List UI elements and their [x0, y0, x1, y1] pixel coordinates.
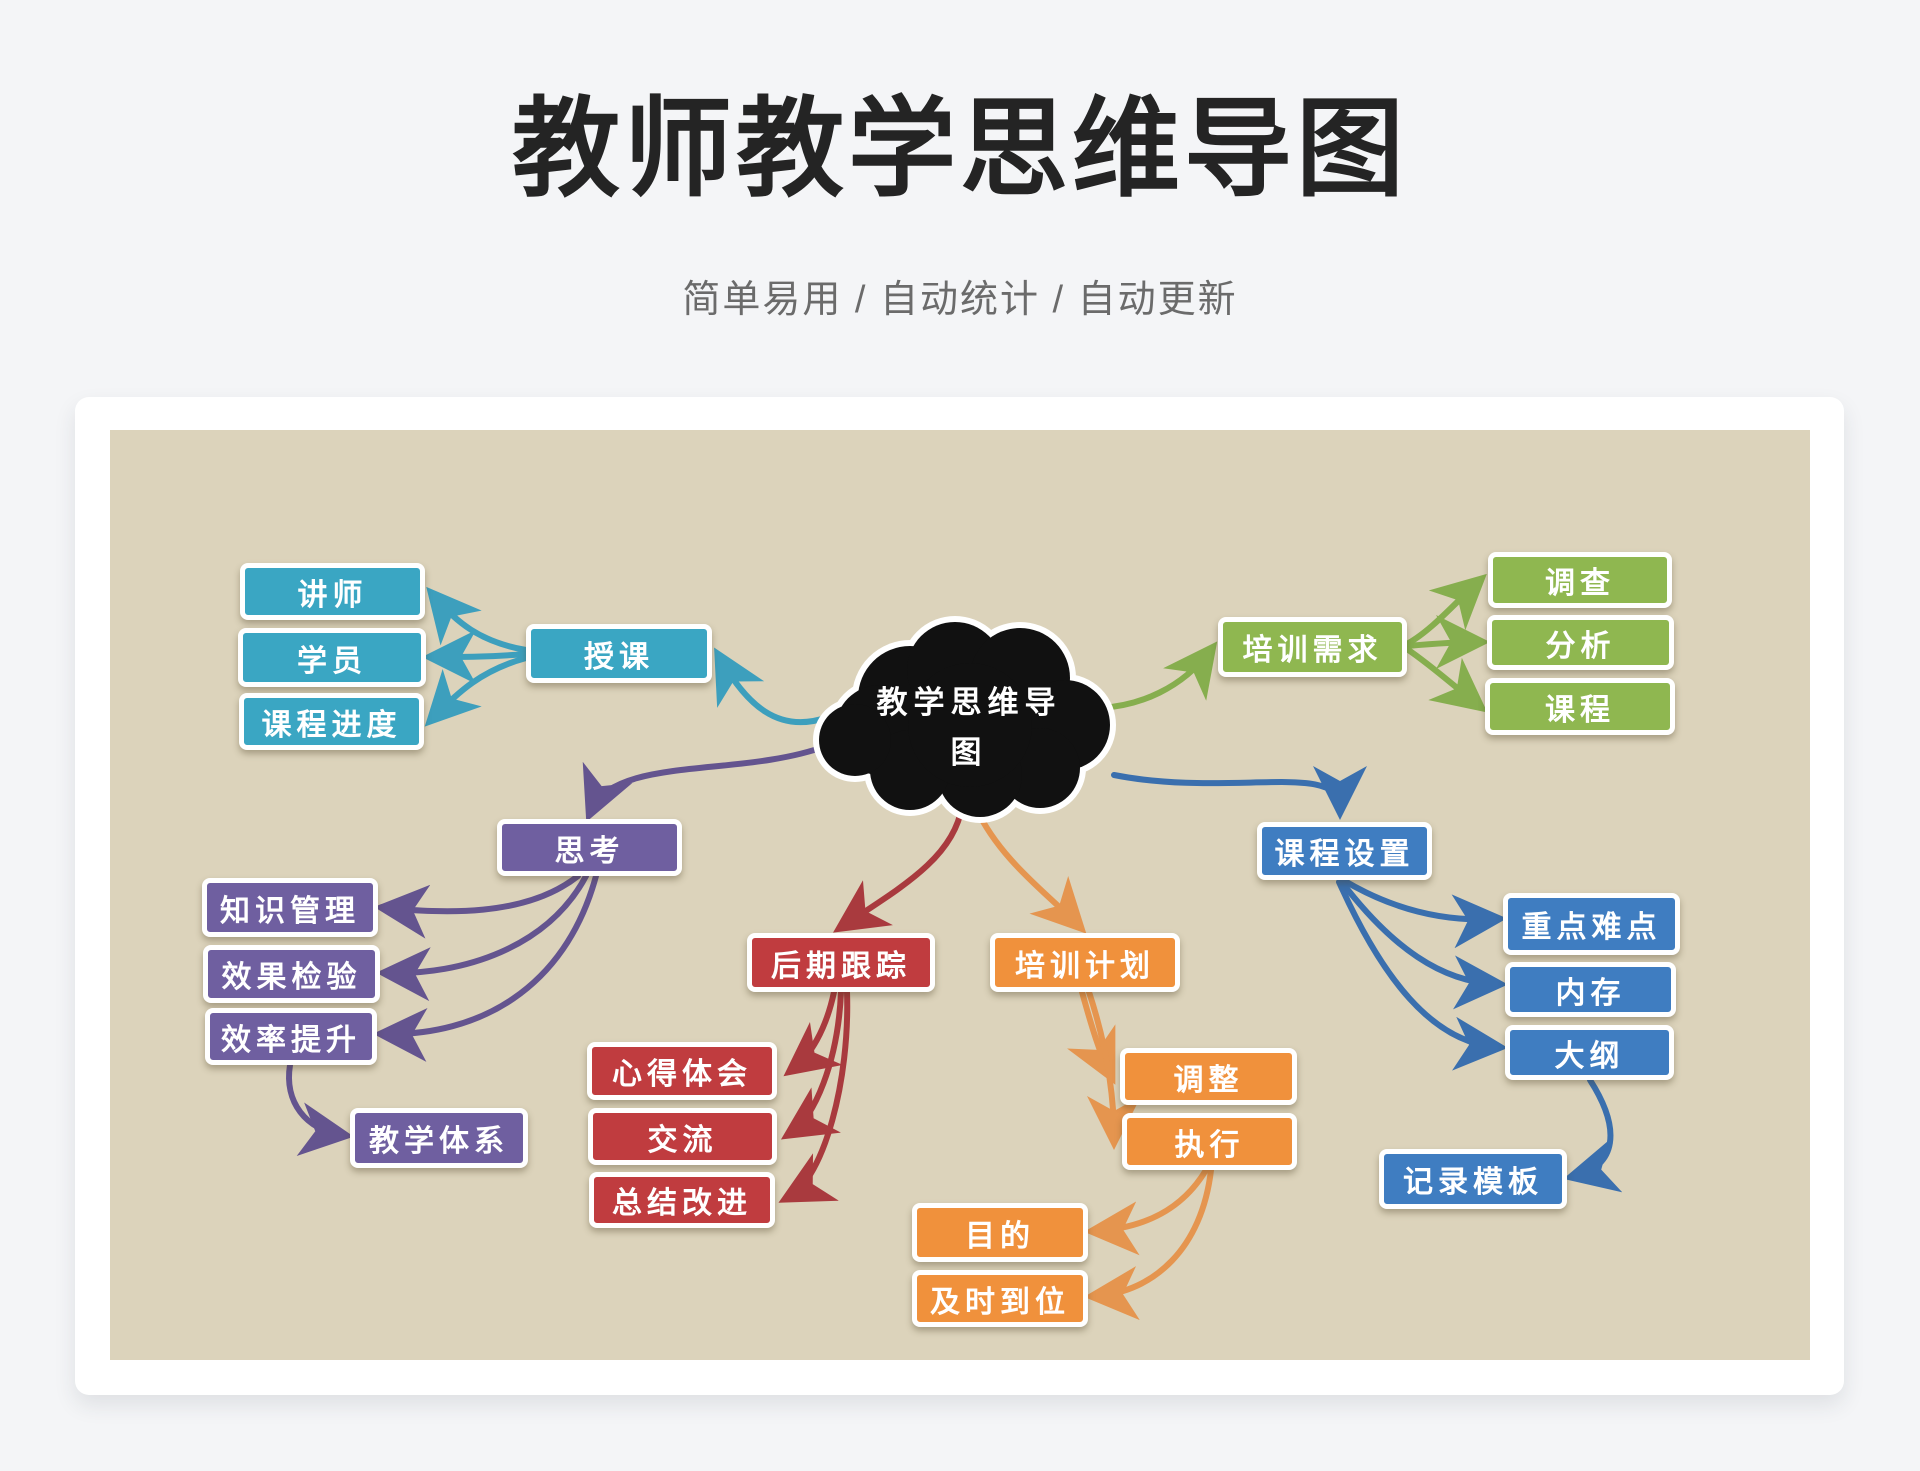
node-course-progress: 课程进度 [239, 693, 424, 750]
node-analysis: 分析 [1487, 615, 1674, 670]
node-effect-check: 效果检验 [203, 945, 380, 1003]
node-follow-up: 后期跟踪 [747, 933, 935, 992]
node-training-needs: 培训需求 [1218, 617, 1407, 677]
node-students: 学员 [238, 628, 426, 687]
mindmap-canvas: 教学思维导图 授课 讲师 学员 课程进度 培训需求 调查 分析 课程 思考 知识… [110, 430, 1810, 1360]
node-execution: 执行 [1122, 1113, 1297, 1170]
node-communication: 交流 [588, 1108, 777, 1165]
node-knowledge-management: 知识管理 [202, 878, 378, 937]
node-memory: 内存 [1505, 962, 1676, 1017]
mindmap-edges [286, 573, 1623, 1321]
mindmap-card[interactable]: 教学思维导图 授课 讲师 学员 课程进度 培训需求 调查 分析 课程 思考 知识… [75, 397, 1844, 1395]
central-cloud-shape [813, 616, 1116, 823]
page-title: 教师教学思维导图 [511, 88, 1408, 209]
node-summary-improvement: 总结改进 [589, 1172, 775, 1228]
central-topic: 教学思维导图 [876, 685, 1062, 770]
node-adjustment: 调整 [1120, 1048, 1297, 1105]
node-lecture: 授课 [526, 624, 712, 683]
node-outline: 大纲 [1505, 1025, 1674, 1080]
page-subtitle: 简单易用 / 自动统计 / 自动更新 [682, 279, 1238, 321]
node-timely-in-place: 及时到位 [912, 1270, 1088, 1327]
node-teaching-system: 教学体系 [350, 1108, 528, 1168]
node-training-plan: 培训计划 [990, 933, 1180, 992]
node-course-setup: 课程设置 [1257, 822, 1432, 880]
node-key-difficulties: 重点难点 [1503, 893, 1680, 955]
node-course: 课程 [1485, 678, 1675, 735]
node-efficiency-improvement: 效率提升 [205, 1008, 377, 1065]
node-lecturer: 讲师 [240, 563, 425, 620]
node-record-template: 记录模板 [1379, 1149, 1567, 1209]
node-thinking: 思考 [497, 819, 682, 876]
node-purpose: 目的 [912, 1203, 1088, 1262]
node-experience: 心得体会 [587, 1042, 777, 1100]
node-survey: 调查 [1488, 552, 1672, 608]
